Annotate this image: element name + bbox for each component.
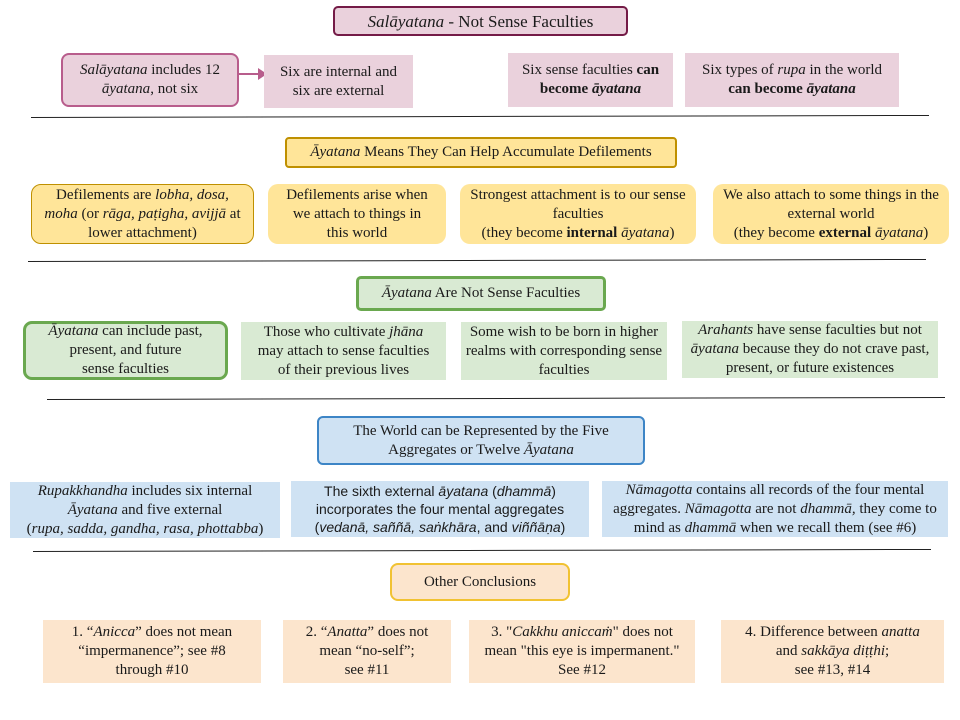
section1-box-sense-faculties: Six sense faculties can become āyatana — [508, 53, 673, 107]
arrow-icon — [238, 68, 267, 80]
section4-box-rupakkhandha: Rupakkhandha includes six internal Āyata… — [10, 482, 280, 538]
divider-4 — [32, 548, 931, 552]
section5-box-cakkhu: 3. "Cakkhu aniccaṁ" does not mean "this … — [469, 620, 695, 683]
section3-box-higher-realms: Some wish to be born in higher realms wi… — [461, 322, 667, 380]
section2-box-external-attachment: We also attach to some things in the ext… — [713, 184, 949, 244]
section4-box-namagotta: Nāmagotta contains all records of the fo… — [602, 481, 948, 537]
section2-title: Āyatana Means They Can Help Accumulate D… — [285, 137, 677, 168]
divider-2 — [27, 258, 926, 262]
section2-box-arise: Defilements arise when we attach to thin… — [268, 184, 446, 244]
divider-1 — [30, 114, 929, 118]
section3-box-past-present-future: Āyatana can include past, present, and f… — [23, 321, 228, 380]
section5-title: Other Conclusions — [390, 563, 570, 601]
section1-title: Salāyatana - Not Sense Faculties — [333, 6, 628, 36]
section2-box-internal-attachment: Strongest attachment is to our sense fac… — [460, 184, 696, 244]
section5-box-sakkaya: 4. Difference between anatta and sakkāya… — [721, 620, 944, 683]
section4-title: The World can be Represented by the Five… — [317, 416, 645, 465]
section1-box-rupa: Six types of rupa in the world can becom… — [685, 53, 899, 107]
section4-box-dhamma: The sixth external āyatana (dhammā) inco… — [291, 481, 589, 537]
section3-box-jhana: Those who cultivate jhāna may attach to … — [241, 322, 446, 380]
section1-box-twelve-ayatana: Salāyatana includes 12 āyatana, not six — [61, 53, 239, 107]
section5-box-anicca: 1. “Anicca” does not mean “impermanence”… — [43, 620, 261, 683]
section5-box-anatta: 2. “Anatta” does not mean “no-self”;see … — [283, 620, 451, 683]
section1-box-internal-external: Six are internal and six are external — [264, 55, 413, 108]
section3-title: Āyatana Are Not Sense Faculties — [356, 276, 606, 311]
section2-box-defilements: Defilements are lobha, dosa, moha (or rā… — [31, 184, 254, 244]
divider-3 — [46, 396, 945, 400]
section3-box-arahants: Arahants have sense faculties but not āy… — [682, 321, 938, 378]
